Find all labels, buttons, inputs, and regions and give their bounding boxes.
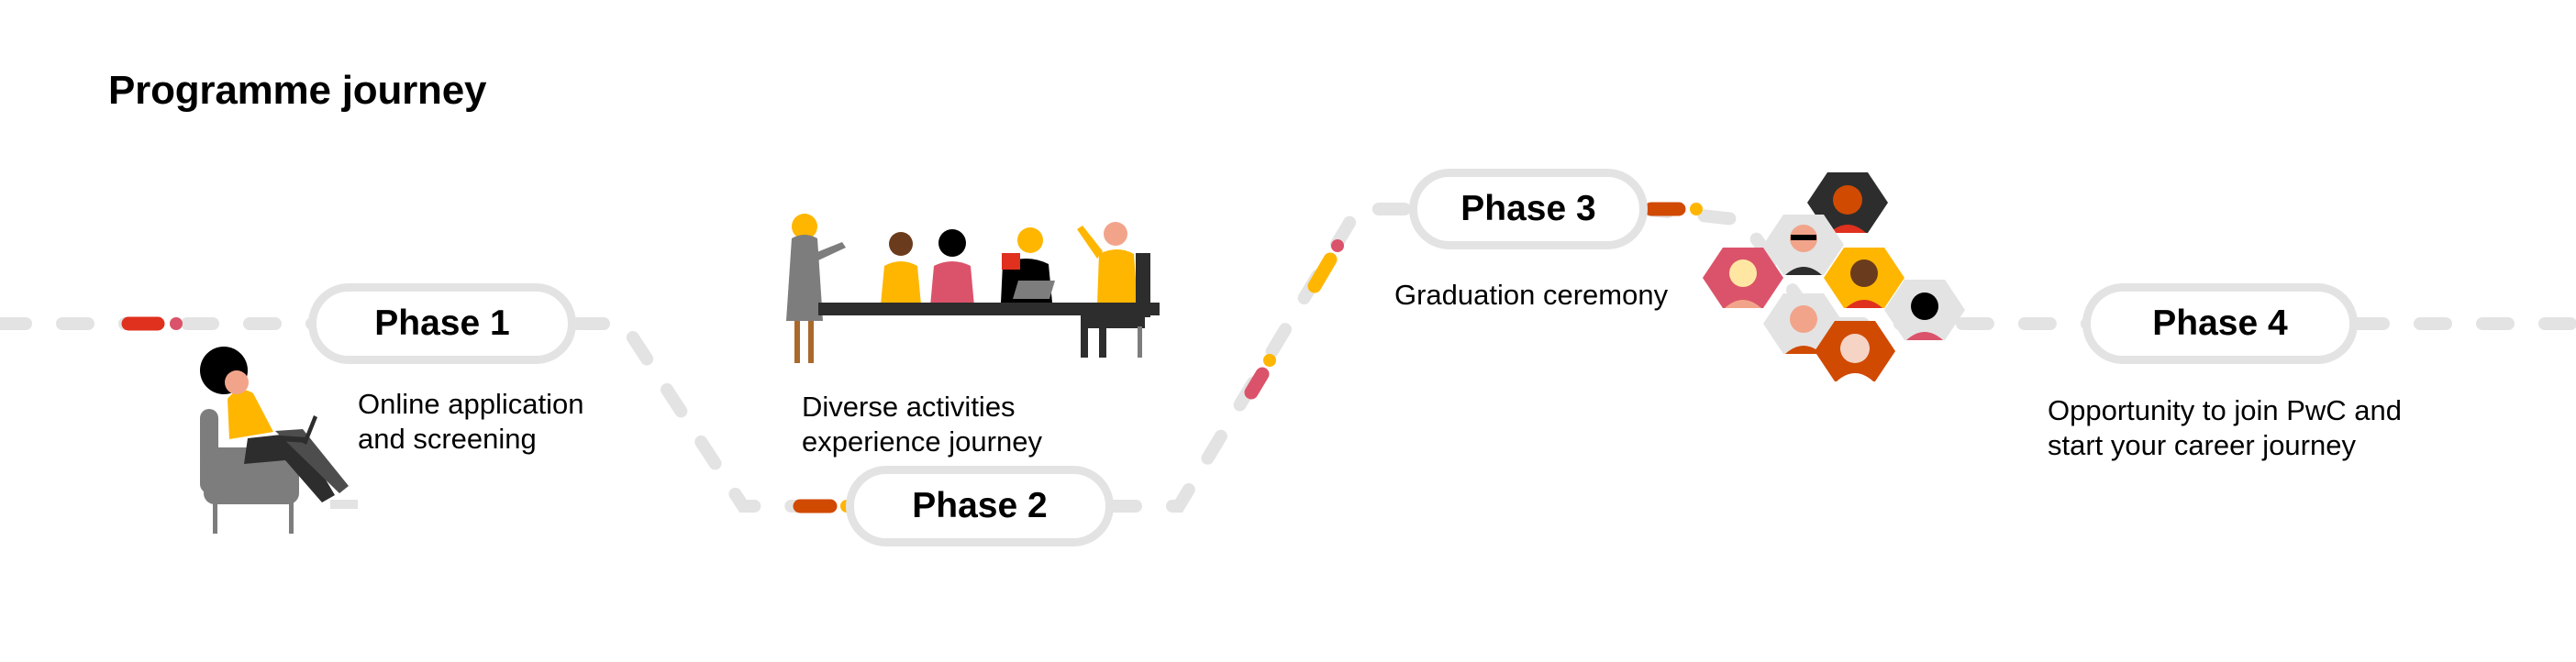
phase-4-description: Opportunity to join PwC and start your c…: [2048, 393, 2402, 463]
person-with-laptop-on-armchair-illustration: [200, 347, 358, 534]
phase-1-description-line-1: Online application: [358, 388, 584, 420]
phase-1-description: Online application and screening: [358, 387, 583, 457]
page-title: Programme journey: [108, 68, 487, 113]
phase-4-description-line-2: start your career journey: [2048, 429, 2356, 461]
phase-4-pill: Phase 4: [2082, 283, 2358, 364]
hexagon-portraits-group-illustration: [1703, 172, 1965, 381]
phase-3-description-line-1: Graduation ceremony: [1394, 279, 1669, 311]
accent-dashes: [121, 202, 1703, 513]
phase-3-description: Graduation ceremony: [1394, 278, 1668, 313]
team-meeting-at-table-illustration: [786, 214, 1160, 363]
phase-2-description-line-2: experience journey: [802, 425, 1042, 458]
phase-3-pill: Phase 3: [1409, 169, 1648, 249]
phase-1-pill: Phase 1: [308, 283, 576, 364]
phase-2-description: Diverse activities experience journey: [802, 390, 1042, 459]
phase-2-pill: Phase 2: [846, 466, 1114, 546]
phase-4-description-line-1: Opportunity to join PwC and: [2048, 394, 2402, 426]
phase-1-description-line-2: and screening: [358, 423, 537, 455]
phase-2-description-line-1: Diverse activities: [802, 391, 1016, 423]
